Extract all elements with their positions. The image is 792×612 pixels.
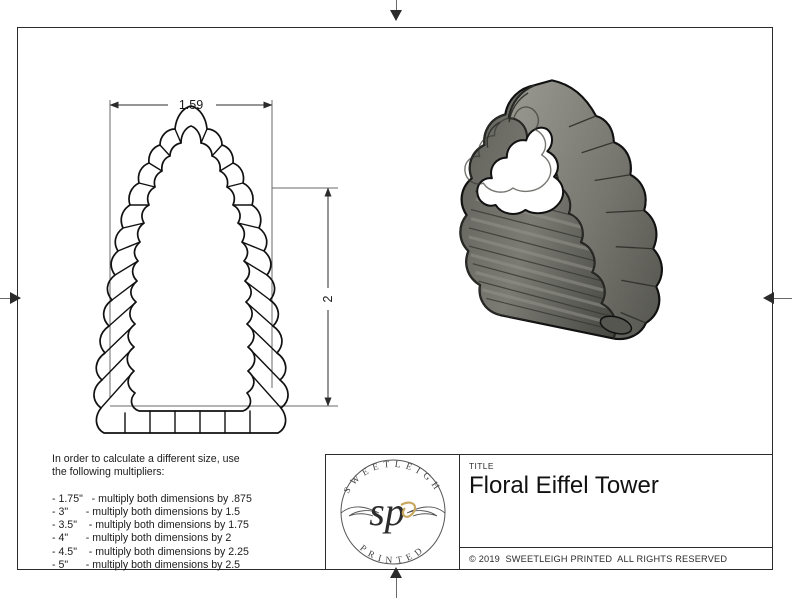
center-mark-left-icon <box>0 291 30 307</box>
logo-flourish-left <box>340 506 380 517</box>
center-mark-top-icon <box>389 0 405 30</box>
logo-flourish-right <box>406 506 446 517</box>
dimension-height-label: 2 <box>321 295 335 302</box>
model-bottom-rim <box>599 315 633 335</box>
company-logo-cell: SWEETLEIGH PRINTED sp <box>326 455 460 569</box>
title-label: TITLE <box>469 461 494 471</box>
sizing-notes: In order to calculate a different size, … <box>52 453 314 572</box>
dimension-height: 2 <box>321 187 335 407</box>
center-mark-bottom-icon <box>389 566 405 598</box>
sweetleigh-printed-logo: SWEETLEIGH PRINTED sp <box>323 453 463 571</box>
notes-intro-line-2: the following multipliers: <box>52 466 165 479</box>
copyright-notice: © 2019 SWEETLEIGH PRINTED ALL RIGHTS RES… <box>469 553 728 564</box>
multiplier-row: - 1.75" - multiply both dimensions by .8… <box>52 492 252 505</box>
model-upper-loop <box>459 84 535 316</box>
multiplier-row: - 4" - multiply both dimensions by 2 <box>52 532 232 545</box>
title-cell: TITLE Floral Eiffel Tower <box>460 455 772 548</box>
model-flute-highlights <box>468 197 624 328</box>
model-cavity-inner-wall <box>464 106 552 193</box>
orthographic-view: 1.59 2 <box>70 88 370 434</box>
dimension-width: 1.59 <box>109 98 273 112</box>
cutter-inner-profile <box>126 125 256 412</box>
cutter-outer-profile <box>93 105 289 434</box>
logo-monogram: sp <box>369 489 405 534</box>
cutter-wall-ticks <box>100 128 282 434</box>
isometric-model-view <box>438 72 688 357</box>
title-block: SWEETLEIGH PRINTED sp TITLE Floral Eiffe <box>325 454 773 570</box>
notes-intro-line-1: In order to calculate a different size, … <box>52 453 240 465</box>
multiplier-row: - 3.5" - multiply both dimensions by 1.7… <box>52 519 249 532</box>
center-mark-right-icon <box>762 291 792 307</box>
part-title: Floral Eiffel Tower <box>469 472 659 499</box>
multiplier-row: - 3" - multiply both dimensions by 1.5 <box>52 506 241 519</box>
logo-accent-swirl <box>400 501 417 518</box>
title-block-right: TITLE Floral Eiffel Tower © 2019 SWEETLE… <box>460 455 772 569</box>
multiplier-row: - 5" - multiply both dimensions by 2.5 <box>52 558 241 571</box>
multiplier-list: - 1.75" - multiply both dimensions by .8… <box>52 493 314 572</box>
multiplier-row: - 4.5" - multiply both dimensions by 2.2… <box>52 545 249 558</box>
